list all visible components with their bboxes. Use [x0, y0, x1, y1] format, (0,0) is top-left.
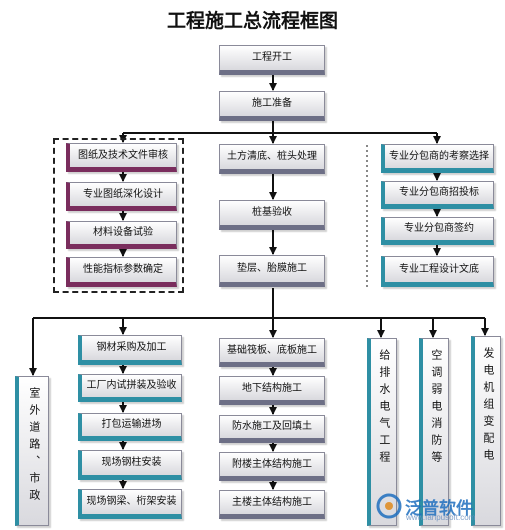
brand-logo-icon [376, 493, 402, 519]
box-main-structure: 主楼主体结构施工 [219, 490, 325, 519]
box-column-install: 现场钢柱安装 [78, 450, 182, 480]
box-drawing-review: 图纸及技术文件审核 [66, 143, 177, 172]
box-hvac-low-voltage: 空调弱电消防等 [419, 338, 449, 526]
box-earthwork: 土方清底、桩头处理 [219, 144, 325, 174]
box-sub-selection: 专业分包商的考察选择 [381, 144, 494, 173]
box-sub-bidding: 专业分包商招投标 [381, 181, 494, 209]
box-design-docs: 专业工程设计文底 [381, 256, 494, 287]
box-generator-power: 发电机组变配电 [471, 336, 501, 526]
box-detail-design: 专业图纸深化设计 [66, 182, 177, 211]
box-steel-purchase: 钢材采购及加工 [78, 335, 182, 365]
box-factory-assembly: 工厂内试拼装及验收 [78, 374, 182, 402]
watermark-brand: 泛普软件 [405, 498, 473, 519]
box-start: 工程开工 [219, 45, 325, 75]
box-sub-contract: 专业分包商签约 [381, 217, 494, 245]
box-underground: 地下结构施工 [219, 376, 325, 405]
box-annex-structure: 附楼主体结构施工 [219, 452, 325, 481]
box-performance-params: 性能指标参数确定 [66, 257, 177, 287]
box-prep: 施工准备 [219, 91, 325, 121]
box-material-test: 材料设备试验 [66, 221, 177, 249]
diagram-title: 工程施工总流程框图 [166, 10, 338, 32]
box-pile-acceptance: 桩基验收 [219, 200, 325, 230]
box-outdoor-road: 室外道路、市政 [15, 376, 49, 526]
box-transport: 打包运输进场 [78, 413, 182, 441]
box-raft-foundation: 基础筏板、底板施工 [219, 338, 325, 367]
box-beam-install: 现场钢梁、桁架安装 [78, 489, 182, 519]
box-waterproofing: 防水施工及回填土 [219, 415, 325, 443]
watermark-url: www.fanpusoft.com [406, 513, 476, 522]
design-group-frame [53, 138, 184, 293]
watermark: 泛普软件 www.fanpusoft.com [376, 486, 505, 526]
box-cushion: 垫层、胎膜施工 [219, 255, 325, 287]
